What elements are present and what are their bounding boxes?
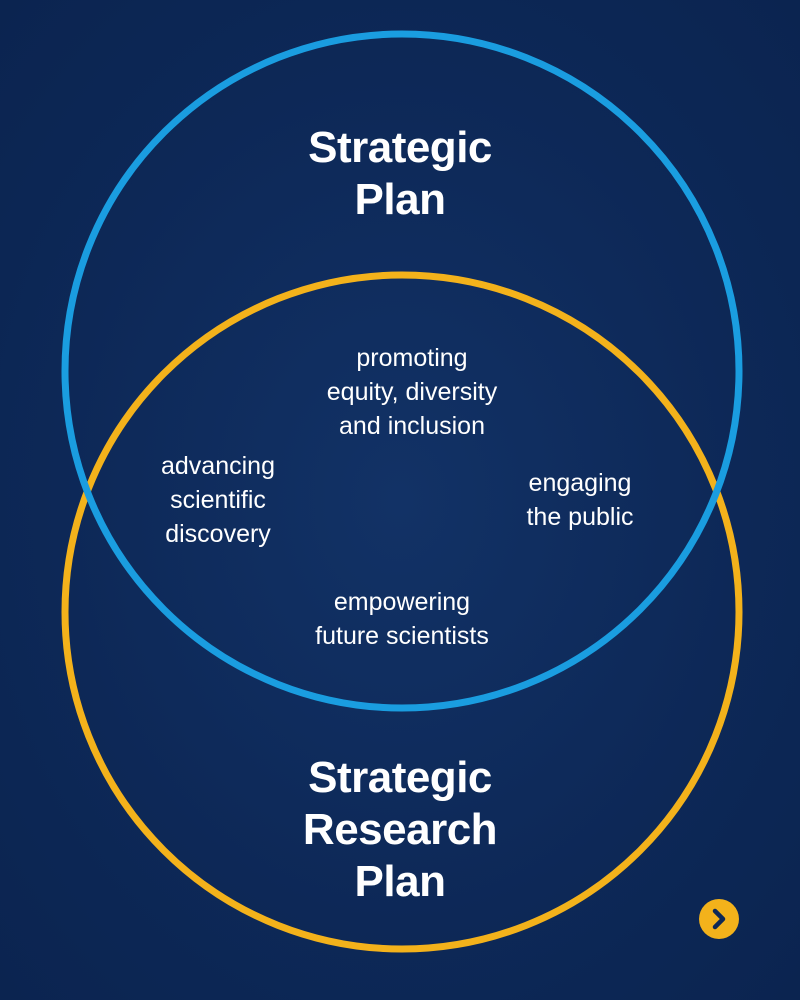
overlap-term-public: engaging the public xyxy=(490,466,670,534)
strategic-research-plan-heading-line3: Plan xyxy=(354,857,446,906)
overlap-term-discovery-line2: scientific xyxy=(170,486,266,514)
strategic-plan-heading-line2: Plan xyxy=(354,175,446,224)
next-slide-button[interactable] xyxy=(699,899,739,939)
strategic-research-plan-heading-line2: Research xyxy=(302,805,498,854)
chevron-right-icon xyxy=(712,908,726,930)
overlap-term-equity: promoting equity, diversity and inclusio… xyxy=(292,341,532,443)
overlap-term-discovery-line3: discovery xyxy=(165,520,271,548)
overlap-term-public-line2: the public xyxy=(526,503,634,531)
overlap-term-discovery-line1: advancing xyxy=(161,452,275,480)
overlap-term-scientists-line1: empowering xyxy=(333,588,471,616)
overlap-term-scientists: empowering future scientists xyxy=(282,585,522,653)
overlap-term-scientists-line2: future scientists xyxy=(315,622,489,650)
strategic-plan-heading: Strategic Plan xyxy=(200,122,600,226)
strategic-research-plan-heading: Strategic Research Plan xyxy=(200,752,600,908)
overlap-term-public-line1: engaging xyxy=(528,469,632,497)
overlap-term-equity-line1: promoting xyxy=(356,344,468,372)
strategic-plan-circle xyxy=(61,30,743,712)
overlap-term-equity-line3: and inclusion xyxy=(339,412,485,440)
strategic-research-plan-heading-line1: Strategic xyxy=(308,753,492,802)
overlap-term-discovery: advancing scientific discovery xyxy=(118,449,318,551)
overlap-term-equity-line2: equity, diversity xyxy=(326,378,498,406)
strategic-plan-heading-line1: Strategic xyxy=(308,123,492,172)
strategic-research-plan-circle xyxy=(61,271,743,953)
